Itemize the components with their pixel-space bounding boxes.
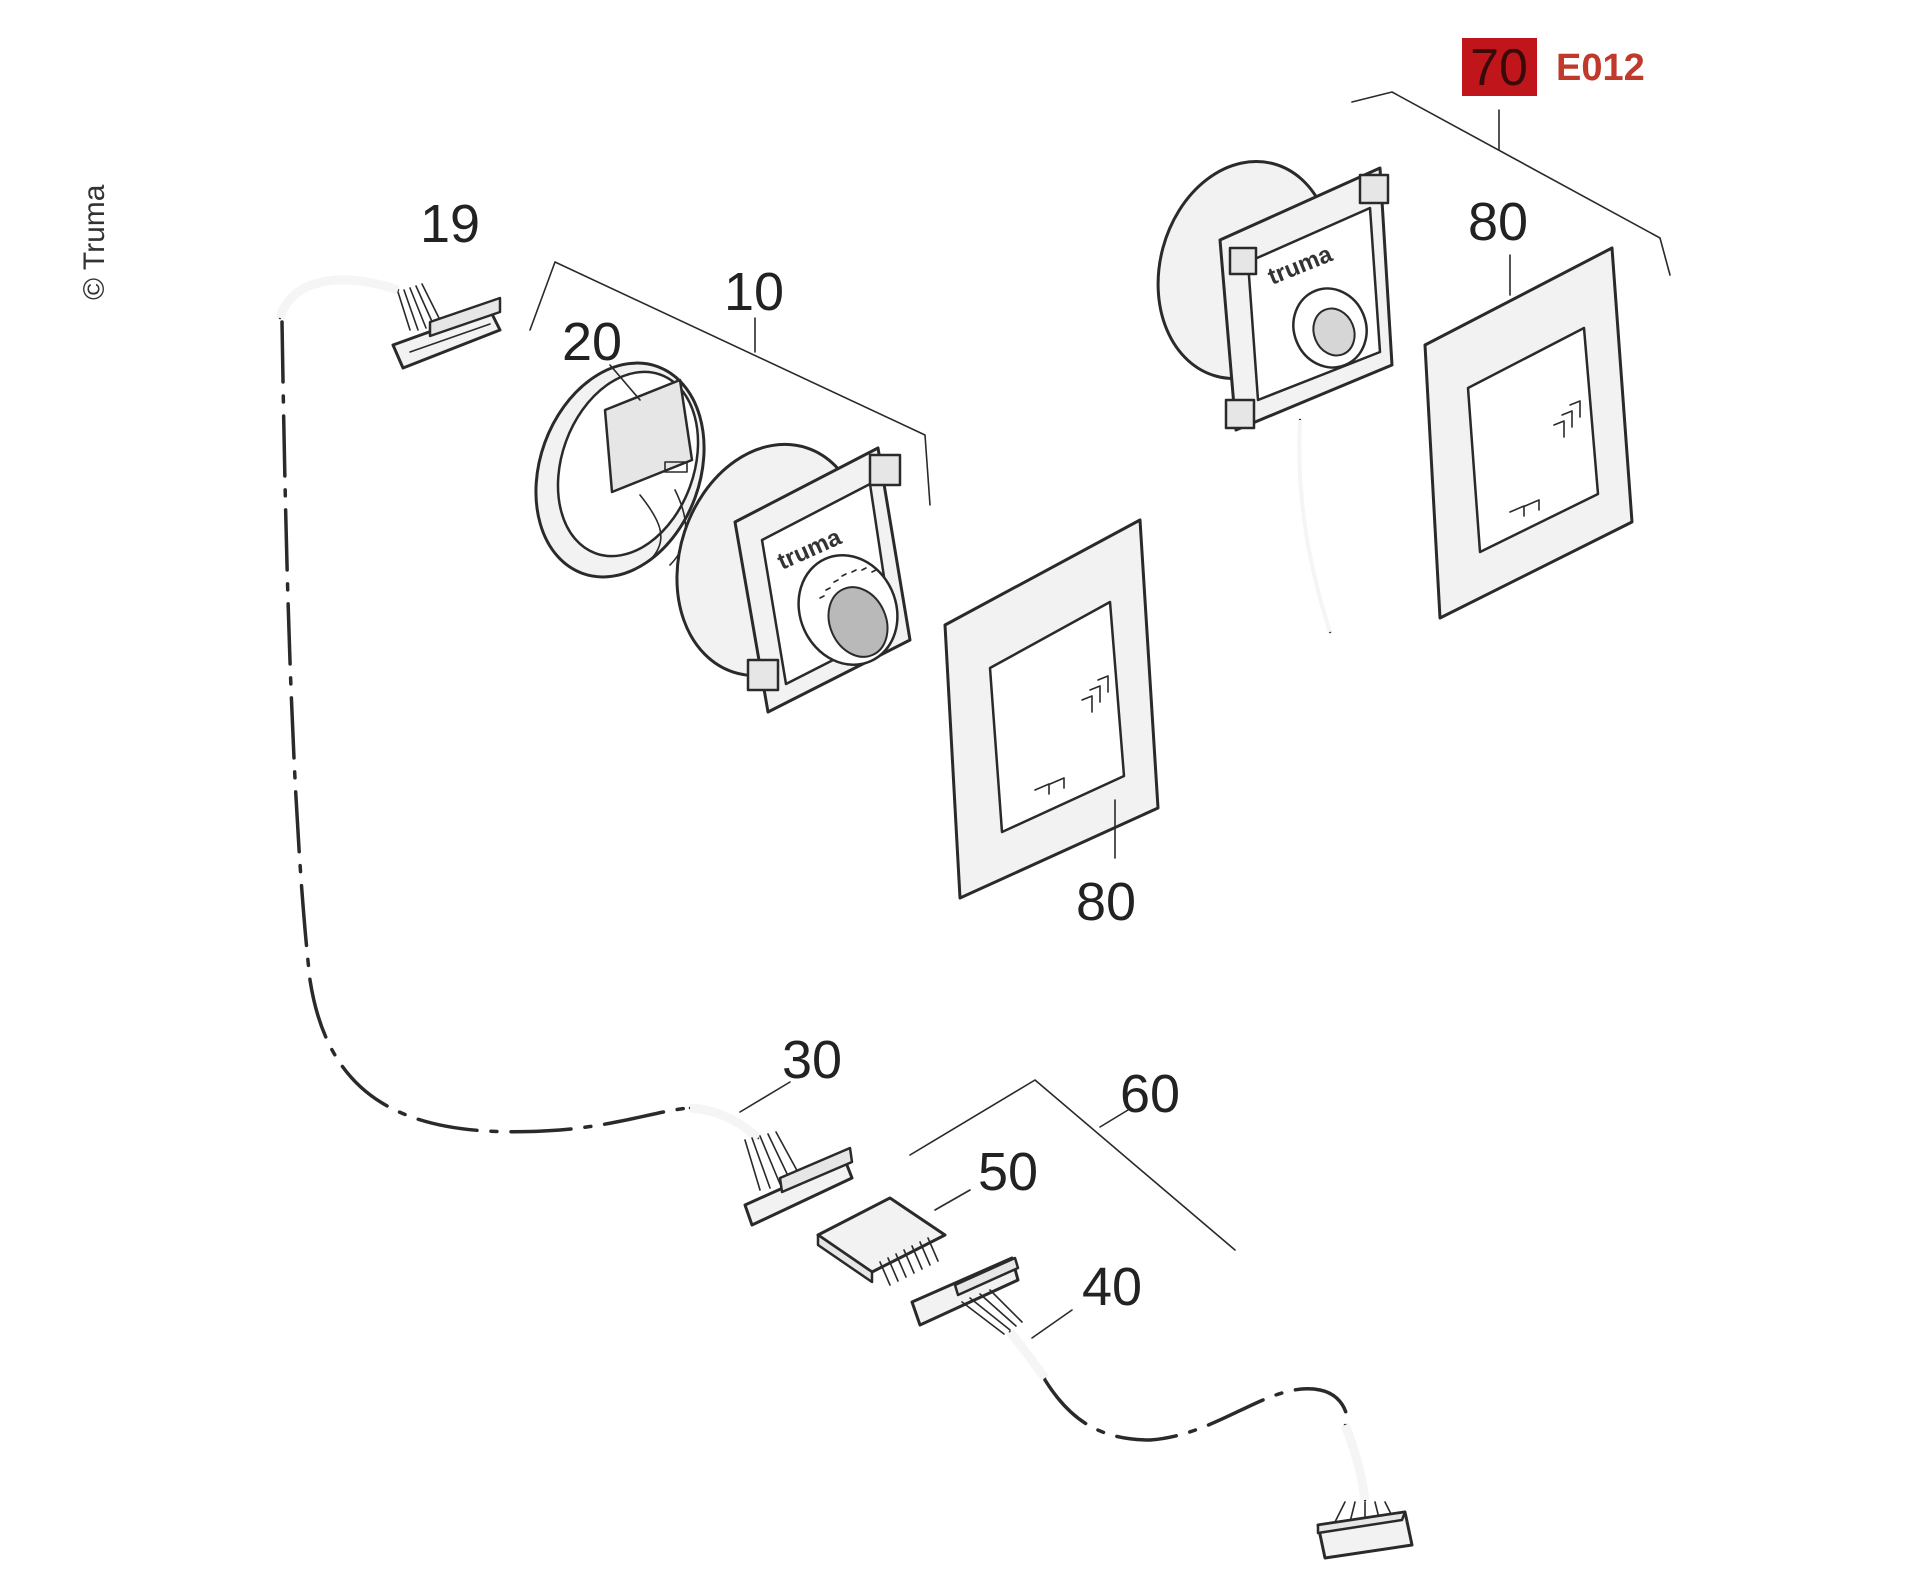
leader-60 — [1099, 1109, 1129, 1128]
bracket-60 — [909, 1079, 1236, 1251]
badge-number: 70 — [1470, 39, 1528, 97]
cable-dashed-19-30 — [280, 320, 692, 1134]
cable-19 — [275, 275, 502, 370]
label-19: 19 — [420, 194, 480, 254]
leader-20 — [609, 364, 641, 401]
badge-number-box — [1462, 38, 1537, 96]
part-70-control-unit: truma — [1156, 159, 1394, 634]
end-connector — [1316, 1423, 1414, 1560]
label-40: 40 — [1082, 1257, 1142, 1317]
label-20: 20 — [562, 312, 622, 372]
copyright-text: © Truma — [78, 184, 111, 300]
label-50: 50 — [978, 1142, 1038, 1202]
part-10-control-module: truma — [675, 442, 912, 714]
part-80-frame-right — [1423, 246, 1634, 620]
label-30: 30 — [782, 1030, 842, 1090]
leader-30 — [739, 1081, 791, 1113]
label-10: 10 — [724, 262, 784, 322]
part-50-adapter — [816, 1196, 947, 1286]
badge-70: 70 E012 — [1462, 38, 1645, 97]
cable-dashed-40-end — [1043, 1378, 1350, 1442]
label-80-right: 80 — [1468, 192, 1528, 252]
part-20-backplate — [534, 361, 706, 579]
badge-code: E012 — [1556, 47, 1645, 89]
bracket-70 — [1351, 91, 1671, 276]
connector-19 — [391, 283, 502, 370]
leader-50 — [934, 1189, 971, 1211]
label-60: 60 — [1120, 1064, 1180, 1124]
leader-40 — [1031, 1309, 1073, 1339]
bracket-10 — [529, 261, 931, 506]
part-80-frame-left — [943, 518, 1160, 900]
cable-40 — [910, 1256, 1049, 1381]
cable-30 — [688, 1103, 854, 1227]
label-80-left: 80 — [1076, 872, 1136, 932]
